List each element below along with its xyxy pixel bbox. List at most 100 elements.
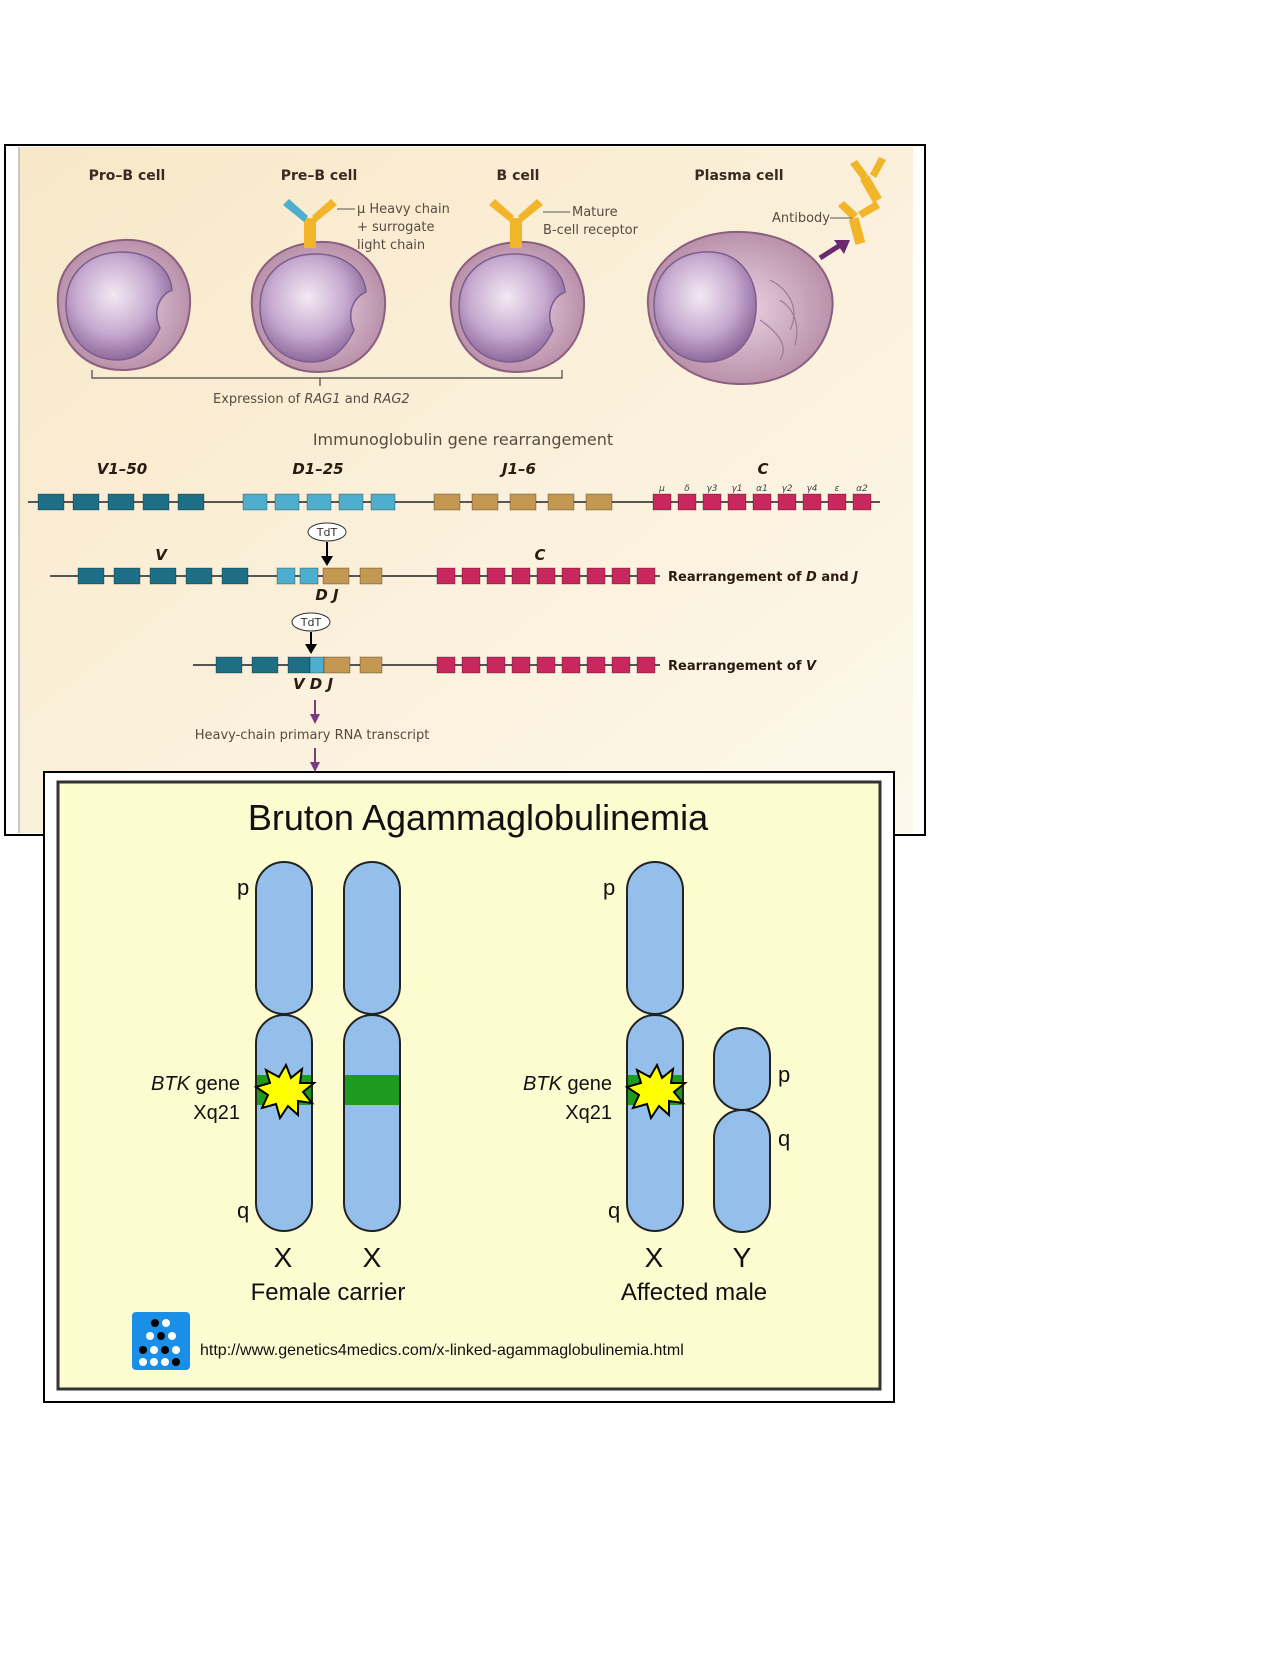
vdj-d-segment	[309, 656, 325, 674]
tdt-label-2: TdT	[300, 616, 322, 629]
normal-gene-band	[345, 1075, 399, 1105]
constant-gene-label: γ3	[706, 484, 717, 494]
segment-label-j: J1–6	[499, 460, 536, 478]
antibody-icon	[818, 157, 886, 261]
constant-gene-label: α1	[756, 484, 768, 494]
c-gene-segment	[727, 493, 747, 511]
j-gene-segment	[359, 656, 383, 674]
c-gene-segment	[461, 567, 481, 585]
mutation-burst-icon	[253, 1062, 317, 1121]
c-gene-segment	[586, 656, 606, 674]
row3-label-vdj: V D J	[293, 675, 334, 693]
tdt-marker-2: TdT	[291, 612, 331, 654]
v-gene-segment	[251, 656, 279, 674]
c-gene-segment	[536, 656, 556, 674]
pre-b-receptor-icon	[283, 199, 355, 248]
j-gene-segment	[359, 567, 383, 585]
female-x-chromosome-1	[253, 861, 317, 1232]
constant-gene-label: δ	[684, 484, 690, 494]
d-gene-segment	[276, 567, 296, 585]
mutation-burst-icon	[624, 1062, 688, 1121]
d-gene-segment	[274, 493, 300, 511]
c-gene-segment	[827, 493, 847, 511]
pre-b-note-line3: light chain	[357, 238, 425, 253]
row2-label-dj: D J	[315, 586, 339, 604]
v-gene-segment	[185, 567, 213, 585]
j-gene-segment	[585, 493, 613, 511]
vdj-j-segment	[323, 656, 351, 674]
constant-gene-label: ε	[835, 484, 840, 494]
vdj-rearranged-locus	[193, 656, 660, 674]
constant-gene-label: γ1	[731, 484, 742, 494]
source-url[interactable]: http://www.genetics4medics.com/x-linked-…	[200, 1342, 684, 1359]
b-cell-receptor-icon	[489, 199, 570, 248]
constant-gene-label: α2	[856, 484, 868, 494]
constant-gene-label: γ4	[806, 484, 817, 494]
j-gene-segment	[547, 493, 575, 511]
male-y-chromosome	[713, 1027, 771, 1233]
male-label-y: Y	[733, 1242, 752, 1273]
c-gene-segment	[536, 567, 556, 585]
c-gene-segment	[561, 656, 581, 674]
j-gene-segment	[509, 493, 537, 511]
tdt-marker-1: TdT	[307, 522, 347, 566]
c-gene-segment	[561, 567, 581, 585]
male-gene-label: BTK gene	[523, 1073, 612, 1095]
c-gene-segment	[636, 656, 656, 674]
label-pre-b-cell: Pre–B cell	[281, 168, 358, 184]
c-gene-segment	[436, 656, 456, 674]
b-cell-illustration	[449, 199, 586, 374]
v-gene-segment	[113, 567, 141, 585]
v-gene-segment	[177, 493, 205, 511]
label-plasma-cell: Plasma cell	[694, 168, 783, 184]
female-carrier-caption: Female carrier	[251, 1279, 406, 1306]
segment-label-c: C	[757, 460, 768, 478]
v-gene-segment	[72, 493, 100, 511]
ig-rearrangement-title: Immunoglobulin gene rearrangement	[313, 430, 613, 449]
male-label-q: q	[608, 1198, 620, 1223]
c-gene-segment	[461, 656, 481, 674]
c-gene-segment	[636, 567, 656, 585]
d-gene-segment	[242, 493, 268, 511]
c-gene-segment	[486, 656, 506, 674]
tdt-label-1: TdT	[316, 526, 338, 539]
rag-expression-label: Expression of RAG1 and RAG2	[213, 392, 410, 407]
male-locus-label: Xq21	[565, 1102, 612, 1124]
constant-gene-label: γ2	[781, 484, 792, 494]
male-label-x: X	[645, 1242, 664, 1273]
pre-b-cell-illustration	[250, 199, 387, 374]
female-label-x2: X	[363, 1242, 382, 1273]
c-gene-segment	[511, 567, 531, 585]
segment-label-v: V1–50	[97, 460, 147, 478]
female-locus-label: Xq21	[193, 1102, 240, 1124]
female-label-p: p	[237, 875, 249, 900]
rearrangement-panel: Pro–B cell Pre–B cell B cell Plasma cell…	[4, 144, 926, 836]
bruton-title: Bruton Agammaglobulinemia	[248, 797, 709, 838]
pro-b-cell-illustration	[56, 238, 192, 372]
d-gene-segment	[338, 493, 364, 511]
transcript-arrow-1	[310, 700, 320, 724]
c-gene-segment	[777, 493, 797, 511]
d-gene-segment	[306, 493, 332, 511]
d-gene-segment	[299, 567, 319, 585]
segment-label-d: D1–25	[292, 460, 343, 478]
d-gene-segment	[370, 493, 396, 511]
y-label-p: p	[778, 1062, 790, 1087]
v-gene-segment	[149, 567, 177, 585]
b-cell-note-line1: Mature	[572, 205, 618, 220]
row2-label-c: C	[534, 546, 545, 564]
female-label-x1: X	[274, 1242, 293, 1273]
v-gene-segment	[107, 493, 135, 511]
v-gene-segment	[221, 567, 249, 585]
female-gene-label: BTK gene	[151, 1073, 240, 1095]
plasma-cell-illustration	[646, 230, 834, 386]
male-x-chromosome	[624, 861, 688, 1232]
y-label-q: q	[778, 1126, 790, 1151]
label-pro-b-cell: Pro–B cell	[89, 168, 166, 184]
c-gene-segment	[702, 493, 722, 511]
vdj-v-segment	[287, 656, 311, 674]
female-x-chromosome-2	[343, 861, 401, 1232]
male-label-p: p	[603, 875, 615, 900]
